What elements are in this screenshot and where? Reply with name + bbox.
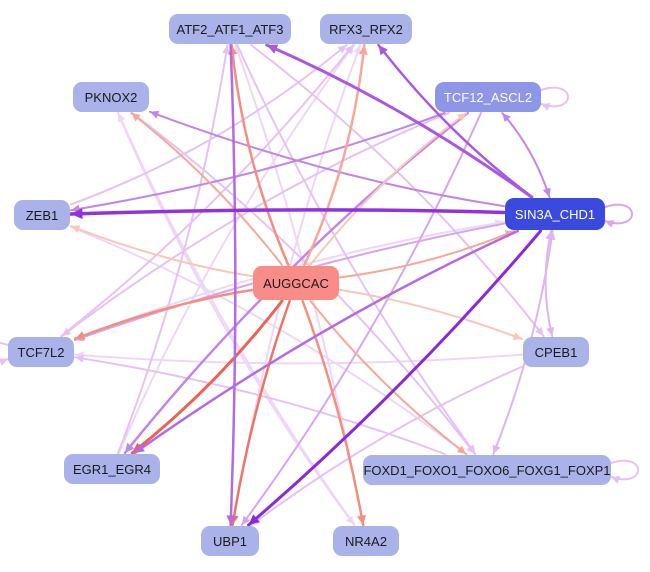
edge-AUGGCAC-PKNOX2 [130,112,283,266]
edge-ZEB1-RFX3_RFX2 [70,44,348,206]
edge-arrowhead [502,113,511,123]
node-rfx3_rfx2[interactable]: RFX3_RFX2 [320,14,412,44]
node-zeb1[interactable]: ZEB1 [14,200,70,230]
edge-arrowhead [266,44,279,54]
edge-arrowhead [0,358,8,366]
edge-TCF12_ASCL2-TCF7L2 [61,112,450,337]
edge-AUGGCAC-TCF7L2 [73,288,254,341]
node-egr1_egr4[interactable]: EGR1_EGR4 [64,454,160,484]
node-tcf7l2[interactable]: TCF7L2 [8,337,74,367]
edge-arrowhead [378,45,388,56]
edge-selfloop-FOXD1_FOXO1_FOXO6_FOXG1_FOXP1 [610,459,639,481]
edge-arrowhead [71,208,83,220]
edge-CPEB1-UBP1 [250,365,523,526]
edge-SIN3A_CHD1-ATF2_ATF1_ATF3 [265,43,533,199]
edge-arrowhead [75,331,86,340]
edge-arrowhead [337,45,347,54]
edge-arrowhead [226,515,236,525]
edge-SIN3A_CHD1-UBP1 [247,229,543,527]
edge-TCF12_ASCL2-ZEB1 [70,112,446,212]
node-nr4a2[interactable]: NR4A2 [333,526,399,556]
edge-AUGGCAC-UBP1 [231,299,291,527]
node-auggcac[interactable]: AUGGCAC [253,266,339,300]
edge-SIN3A_CHD1-EGR1_EGR4 [133,229,520,455]
node-label: UBP1 [213,533,247,549]
edge-arrowhead [131,113,141,122]
node-label: AUGGCAC [263,275,329,291]
node-tcf12_ascl2[interactable]: TCF12_ASCL2 [435,82,541,112]
node-foxd1_foxo1_foxo6_foxg1_foxp1[interactable]: FOXD1_FOXO1_FOXO6_FOXG1_FOXP1 [363,455,611,485]
edge-arrowhead [546,326,555,336]
edge-arrowhead [124,442,135,453]
edge-EGR1_EGR4-RFX3_RFX2 [117,44,356,454]
node-label: CPEB1 [534,344,578,360]
edge-AUGGCAC-EGR1_EGR4 [130,299,284,455]
node-label: TCF7L2 [17,344,65,360]
edge-arrowhead [75,354,84,363]
edge-TCF7L2-RFX3_RFX2 [60,44,355,337]
edge-SIN3A_CHD1-PKNOX2 [149,110,505,208]
edge-AUGGCAC-ATF2_ATF1_ATF3 [230,43,290,267]
edge-arrowhead [542,187,551,197]
edge-arrowhead [353,45,362,55]
edge-arrowhead [71,225,81,234]
edge-arrowhead [134,443,145,453]
edge-selfloop-TCF12_ASCL2 [540,86,569,108]
edge-arrowhead [535,326,544,336]
edge-arrowhead [492,444,501,454]
edge-AUGGCAC-NR4A2 [301,299,365,527]
node-label: NR4A2 [345,533,387,549]
edge-ATF2_ATF1_ATF3-UBP1 [229,43,237,527]
edge-arrowhead [62,327,72,336]
edge-arrowhead [541,103,551,111]
edge-ATF2_ATF1_ATF3-FOXD1_FOXO1_FOXO6_FOXG1_FOXP1 [236,44,477,455]
node-label: FOXD1_FOXO1_FOXO6_FOXG1_FOXP1 [363,462,611,478]
edge-arrowhead [222,45,231,54]
edge-AUGGCAC-RFX3_RFX2 [303,43,366,267]
node-pknox2[interactable]: PKNOX2 [73,82,149,112]
edge-AUGGCAC-ZEB1 [70,225,253,278]
node-sin3a_chd1[interactable]: SIN3A_CHD1 [505,198,605,230]
edge-SIN3A_CHD1-TCF12_ASCL2 [501,112,551,198]
edge-arrowhead [605,220,615,228]
node-label: ZEB1 [25,207,59,223]
node-label: ATF2_ATF1_ATF3 [176,21,284,37]
edge-arrowhead [150,110,160,119]
edge-SIN3A_CHD1-CPEB1 [544,230,554,337]
node-label: EGR1_EGR4 [72,461,152,477]
node-atf2_atf1_atf3[interactable]: ATF2_ATF1_ATF3 [169,14,291,44]
edge-arrowhead [457,113,467,122]
edge-arrowhead [466,444,475,454]
edge-selfloop-SIN3A_CHD1 [604,203,633,225]
node-label: PKNOX2 [84,89,138,105]
edge-arrowhead [358,45,368,55]
edge-SIN3A_CHD1-ZEB1 [69,208,506,216]
edge-arrowhead [611,476,621,484]
edge-arrowhead [547,231,556,240]
edge-arrowhead [344,45,354,55]
edge-AUGGCAC-CPEB1 [339,288,523,341]
edge-arrowhead [512,332,522,340]
node-label: RFX3_RFX2 [329,21,403,37]
edge-ATF2_ATF1_ATF3-CPEB1 [250,44,545,337]
edge-arrowhead [248,514,260,525]
node-ubp1[interactable]: UBP1 [201,526,259,556]
edge-arrowhead [456,445,467,454]
edge-arrowhead [117,113,126,123]
edge-AUGGCAC-SIN3A_CHD1 [339,230,516,279]
edge-TCF12_ASCL2-UBP1 [240,112,482,526]
node-label: SIN3A_CHD1 [514,206,596,222]
node-label: TCF12_ASCL2 [443,89,533,105]
edge-arrowhead [357,514,367,525]
edge-arrowhead [241,515,251,525]
node-cpeb1[interactable]: CPEB1 [523,337,589,367]
edge-AUGGCAC-FOXD1_FOXO1_FOXO6_FOXG1_FOXP1 [309,300,468,455]
edge-CPEB1-TCF7L2 [74,353,523,365]
edge-AUGGCAC-TCF12_ASCL2 [309,112,468,266]
edge-FOXD1_FOXO1_FOXO6_FOXG1_FOXP1-TCF7L2 [74,356,446,455]
